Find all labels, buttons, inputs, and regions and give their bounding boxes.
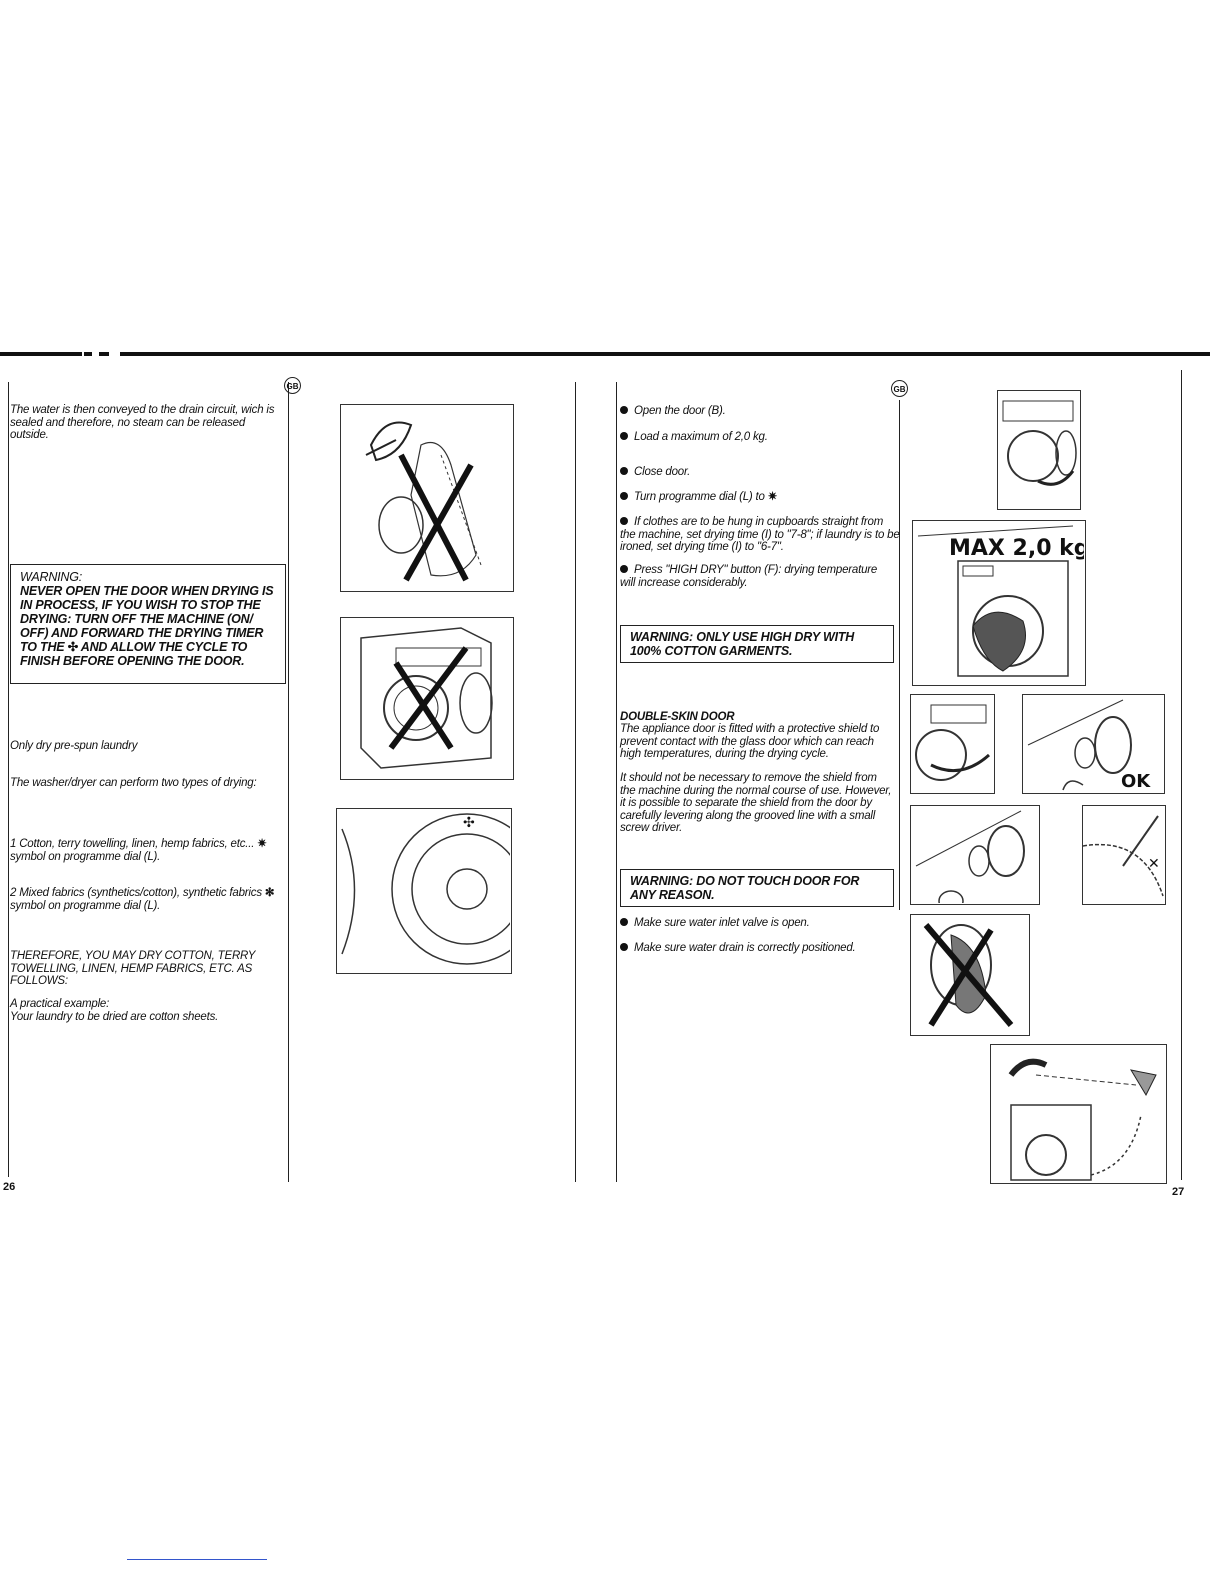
warning-box-touch-door: WARNING: DO NOT TOUCH DOOR FOR ANY REASO… [620,869,894,907]
bullet-load-max: Load a maximum of 2,0 kg. [620,431,900,444]
figure-dial-close [910,805,1040,905]
bullet-text: If clothes are to be hung in cupboards s… [620,516,900,553]
bullet-dot-icon [620,565,628,573]
left-column-divider [288,382,289,1182]
right-column-line [616,382,617,1182]
warning-body-text: NEVER OPEN THE DOOR WHEN DRYING IS IN PR… [20,584,274,654]
page-number-right: 27 [1172,1186,1185,1198]
example-label: A practical example: [10,998,110,1010]
max-load-label: MAX 2,0 kg [949,536,1084,561]
top-rule [0,352,82,356]
right-margin-line [1181,370,1182,1180]
top-rule-dash-1 [84,352,92,356]
bullet-close-door: Close door. [620,466,900,479]
bullet-dot-icon [620,492,628,500]
warning-title: WARNING: [20,570,83,584]
example-text: Your laundry to be dried are cotton shee… [10,1011,219,1023]
figure-ok: OK [1022,694,1165,794]
figure-no-touch-door [910,914,1030,1036]
type1-start: 1 Cotton, terry towelling, linen, hemp f… [10,838,255,850]
bullet-text: Load a maximum of 2,0 kg. [634,431,768,443]
warning-box-high-dry: WARNING: ONLY USE HIGH DRY WITH 100% COT… [620,625,894,663]
figure-programme-dial: ✣ [336,808,512,974]
bullet-text: Press "HIGH DRY" button (F): drying temp… [620,564,878,589]
bullet-dot-icon [620,918,628,926]
bullet-text: Turn programme dial (L) to [634,491,765,503]
bullet-drain: Make sure water drain is correctly posit… [620,942,900,955]
fan-symbol-icon: ✣ [67,640,78,654]
intro-text: The water is then conveyed to the drain … [10,404,275,441]
figure-screwdriver: ✕ [1082,805,1166,905]
sun-star-icon: ✷ [257,838,267,850]
bullet-dot-icon [620,943,628,951]
type1-text: 1 Cotton, terry towelling, linen, hemp f… [10,838,280,863]
bullet-dot-icon [620,432,628,440]
svg-text:✕: ✕ [1148,856,1160,872]
type2-text: 2 Mixed fabrics (synthetics/cotton), syn… [10,887,280,912]
bullet-text: Make sure water inlet valve is open. [634,917,810,929]
bullet-text: Open the door (B). [634,405,726,417]
figure-open-door [997,390,1081,510]
figure-no-hand-laundry [340,404,514,592]
right-column-divider [899,400,900,910]
bottom-underline [127,1559,267,1560]
ok-label: OK [1121,771,1151,792]
bullet-drying-time: If clothes are to be hung in cupboards s… [620,516,900,554]
top-rule-main [120,352,1210,356]
page-number-left: 26 [3,1181,16,1193]
small-star-icon: ✻ [264,887,275,899]
double-skin-text-2: It should not be necessary to remove the… [620,772,892,834]
sun-star-icon: ✷ [767,491,778,503]
top-rule-dash-2 [99,352,109,356]
bullet-dot-icon [620,467,628,475]
bullet-turn-dial: Turn programme dial (L) to ✷ [620,491,900,504]
type2-start: 2 Mixed fabrics (synthetics/cotton), syn… [10,887,262,899]
bullet-dot-icon [620,406,628,414]
gb-badge-right: GB [891,380,908,397]
center-fold-line [575,382,576,1182]
warning-body-end: AND ALLOW THE CYCLE TO FINISH BEFORE OPE… [20,640,248,668]
type2-end: symbol on programme dial (L). [10,899,161,912]
left-margin-line [8,382,9,1177]
gb-badge-left: GB [284,377,301,394]
bullet-open-door: Open the door (B). [620,405,900,418]
warning-body: NEVER OPEN THE DOOR WHEN DRYING IS IN PR… [20,584,276,668]
therefore-text: THEREFORE, YOU MAY DRY COTTON, TERRY TOW… [10,950,255,987]
bullet-dot-icon [620,517,628,525]
bullet-inlet-valve: Make sure water inlet valve is open. [620,917,900,930]
only-dry-text: Only dry pre-spun laundry [10,740,138,752]
figure-water-inlet [990,1044,1167,1184]
type1-end: symbol on programme dial (L). [10,850,161,863]
double-skin-title: DOUBLE-SKIN DOOR [620,711,735,723]
figure-max-load: MAX 2,0 kg [912,520,1086,686]
figure-no-open-door [340,617,514,780]
double-skin-text: The appliance door is fitted with a prot… [620,723,880,760]
warning-box-drying: WARNING: NEVER OPEN THE DOOR WHEN DRYING… [10,564,286,684]
two-types-text: The washer/dryer can perform two types o… [10,777,257,789]
bullet-high-dry: Press "HIGH DRY" button (F): drying temp… [620,564,880,589]
svg-text:✣: ✣ [463,815,475,831]
bullet-text: Close door. [634,466,691,478]
bullet-text: Make sure water drain is correctly posit… [634,942,856,954]
figure-shield-lever [910,694,995,794]
